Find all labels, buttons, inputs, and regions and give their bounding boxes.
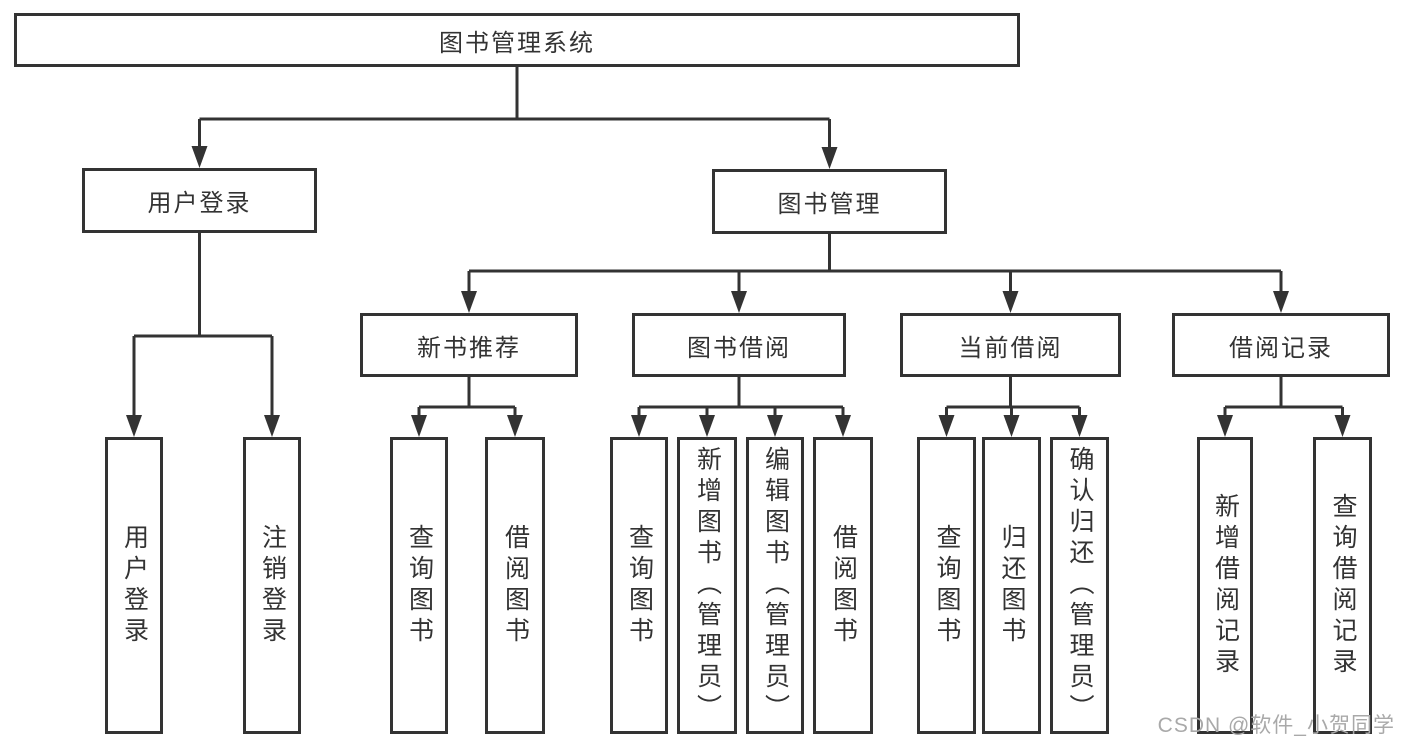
node-label: 查询图书 (933, 523, 961, 648)
arrowhead (1217, 415, 1233, 437)
leaf-confirm-return-admin: 确认归还（管理员） (1050, 437, 1109, 734)
node-label: 注销登录 (258, 523, 287, 648)
node-borrowing-records: 借阅记录 (1172, 313, 1390, 377)
connector-user-login-to-leaves (132, 233, 274, 419)
node-label: 借阅记录 (1229, 334, 1333, 362)
node-label: 图书借阅 (687, 334, 791, 362)
arrowhead (631, 415, 647, 437)
node-label: 新书推荐 (417, 334, 521, 362)
node-label: 新增图书（管理员） (693, 446, 722, 725)
node-current-borrowing: 当前借阅 (900, 313, 1121, 377)
node-label: 归还图书 (998, 523, 1026, 648)
arrowhead (938, 415, 955, 437)
node-label: 图书管理 (777, 191, 882, 218)
node-label: 用户登录 (147, 190, 252, 217)
connector-borrow-record-to-leaves (1223, 377, 1344, 419)
arrowhead (835, 415, 851, 437)
node-library-management-system: 图书管理系统 (14, 13, 1020, 67)
arrowhead (821, 147, 838, 169)
leaf-user-login: 用户登录 (105, 437, 163, 734)
node-user-login: 用户登录 (82, 168, 317, 233)
node-label: 查询图书 (625, 523, 654, 648)
node-label: 借阅图书 (829, 523, 858, 648)
node-book-borrowing: 图书借阅 (632, 313, 846, 377)
arrowhead (1002, 291, 1019, 313)
leaf-query-borrow-record: 查询借阅记录 (1313, 437, 1372, 734)
connector-current-borrow-to-leaves (945, 377, 1081, 419)
arrowhead (1334, 415, 1351, 437)
node-new-book-recommend: 新书推荐 (360, 313, 578, 377)
node-label: 图书管理系统 (439, 29, 595, 57)
arrowhead (507, 415, 523, 437)
node-label: 用户登录 (120, 523, 149, 648)
node-label: 查询借阅记录 (1329, 492, 1357, 679)
arrowhead (191, 146, 208, 168)
leaf-add-books-admin: 新增图书（管理员） (677, 437, 737, 734)
arrowhead (264, 415, 280, 437)
node-label: 新增借阅记录 (1211, 492, 1240, 679)
leaf-return-books: 归还图书 (982, 437, 1041, 734)
arrowhead (699, 415, 715, 437)
node-label: 借阅图书 (501, 523, 530, 648)
arrowhead (767, 415, 783, 437)
leaf-query-books-borrowing: 查询图书 (610, 437, 668, 734)
connector-root-to-level2 (198, 67, 831, 151)
leaf-borrow-books-newrec: 借阅图书 (485, 437, 545, 734)
watermark: CSDN @软件_小贺同学 (1157, 714, 1395, 737)
arrowhead (1003, 415, 1020, 437)
arrowhead (731, 291, 747, 313)
leaf-add-borrow-record: 新增借阅记录 (1197, 437, 1253, 734)
arrowhead (461, 291, 477, 313)
arrowhead (411, 415, 427, 437)
leaf-query-books-newrec: 查询图书 (390, 437, 448, 734)
arrowhead (126, 415, 142, 437)
arrowhead (1071, 415, 1088, 437)
connector-new-book-rec-to-leaves (417, 377, 517, 419)
node-book-management: 图书管理 (712, 169, 947, 234)
leaf-edit-books-admin: 编辑图书（管理员） (746, 437, 804, 734)
node-label: 查询图书 (405, 523, 434, 648)
leaf-query-books-current: 查询图书 (917, 437, 976, 734)
connector-book-borrow-to-leaves (637, 377, 845, 419)
leaf-logout: 注销登录 (243, 437, 301, 734)
node-label: 确认归还（管理员） (1066, 446, 1094, 725)
node-label: 编辑图书（管理员） (761, 446, 790, 725)
connector-book-mgmt-to-level3 (467, 234, 1283, 295)
node-label: 当前借阅 (958, 334, 1063, 362)
leaf-borrow-books-borrowing: 借阅图书 (813, 437, 873, 734)
arrowhead (1273, 291, 1289, 313)
